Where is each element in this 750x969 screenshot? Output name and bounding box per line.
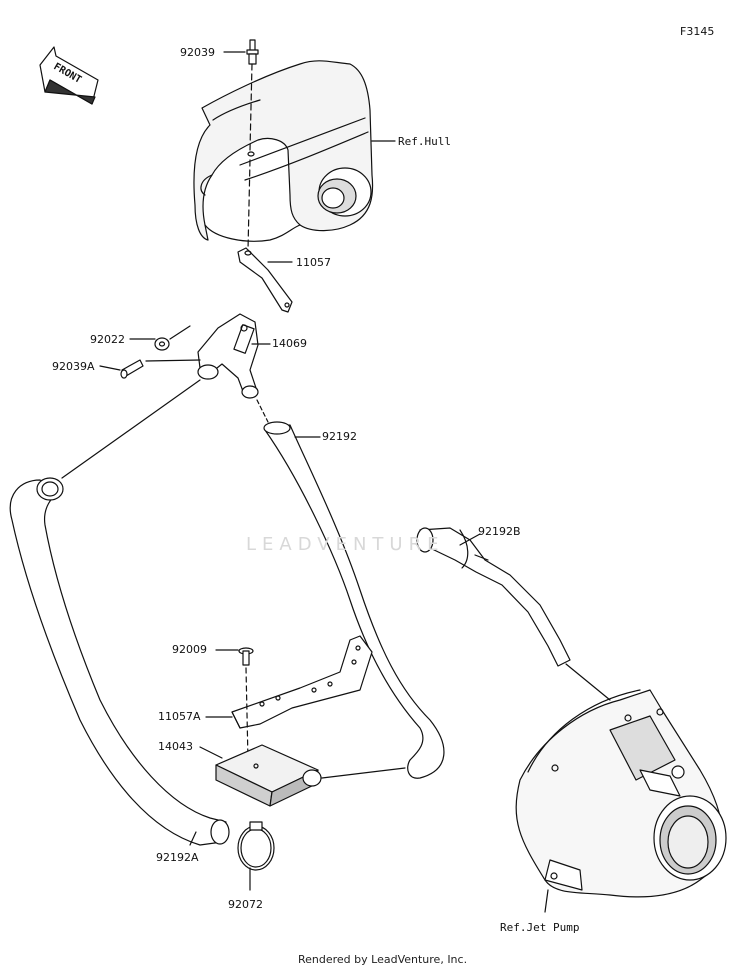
figure-id: F3145 xyxy=(680,25,715,38)
part-label-92072: 92072 xyxy=(228,898,263,911)
hull-part xyxy=(193,60,374,242)
part-label-11057: 11057 xyxy=(296,256,331,269)
rivet-92039 xyxy=(246,39,259,65)
part-label-92022: 92022 xyxy=(90,333,125,346)
filter-14043 xyxy=(215,744,406,807)
part-label-92039: 92039 xyxy=(180,46,215,59)
jet-pump-part xyxy=(515,689,727,898)
part-label-92039A: 92039A xyxy=(52,360,95,373)
part-label-14043: 14043 xyxy=(158,740,193,753)
ref-hull-label: Ref.Hull xyxy=(398,135,451,148)
bracket-11057A xyxy=(231,635,373,729)
watermark-text: LEADVENTURE xyxy=(246,534,445,555)
part-label-11057A: 11057A xyxy=(158,710,201,723)
clamp-92072 xyxy=(237,821,275,871)
front-arrow-icon xyxy=(39,46,99,105)
part-label-14069: 14069 xyxy=(272,337,307,350)
rivet-92039A xyxy=(120,359,144,379)
part-label-92192B: 92192B xyxy=(478,525,521,538)
part-label-92192: 92192 xyxy=(322,430,357,443)
fitting-14069 xyxy=(197,313,259,399)
ref-jet-pump-label: Ref.Jet Pump xyxy=(500,921,580,934)
washer-92022 xyxy=(154,337,170,351)
bracket-11057 xyxy=(237,247,293,313)
screw-92009 xyxy=(238,647,254,666)
part-label-92009: 92009 xyxy=(172,643,207,656)
hose-92192B xyxy=(416,527,611,701)
footer-credit: Rendered by LeadVenture, Inc. xyxy=(298,953,468,966)
hose-92192A xyxy=(9,379,230,846)
leader-lines xyxy=(99,51,549,913)
hose-92192 xyxy=(256,399,445,779)
part-label-92192A: 92192A xyxy=(156,851,199,864)
